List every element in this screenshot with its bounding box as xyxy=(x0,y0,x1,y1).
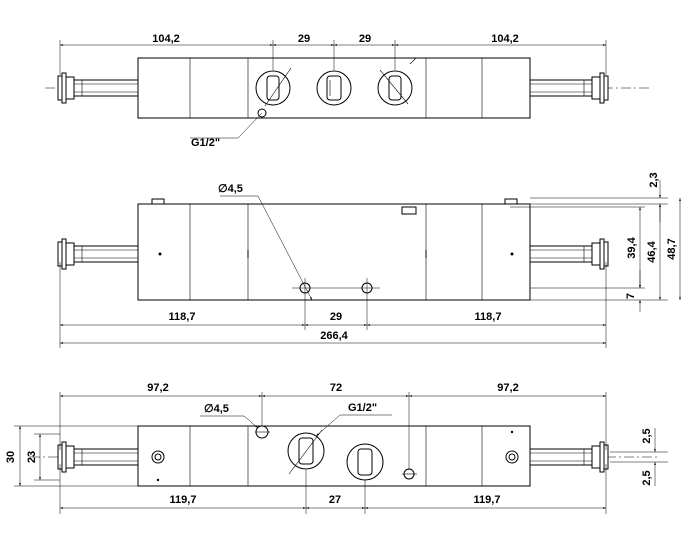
bottom-valve-body xyxy=(137,425,531,487)
top-port-3 xyxy=(377,69,413,106)
front-dim-top-offset: 2,3 xyxy=(648,172,660,187)
front-hole-label: ∅4,5 xyxy=(218,183,243,195)
bottom-dim-height-inner: 23 xyxy=(26,451,38,463)
top-solenoid-right xyxy=(529,72,609,104)
front-dim-total: 266,4 xyxy=(320,330,348,342)
bottom-dim-bottom-center: 27 xyxy=(329,494,341,506)
front-dim-center: 29 xyxy=(330,311,342,323)
bottom-mount-left xyxy=(151,450,165,464)
bottom-dim-left: 97,2 xyxy=(147,382,168,394)
bottom-view: 97,2 72 97,2 ∅4,5 G1/2" 30 23 2,5 2,5 11… xyxy=(5,382,668,514)
top-dim-gap-a: 29 xyxy=(298,33,310,45)
bottom-mount-right xyxy=(505,450,519,464)
bottom-dim-offset-top: 2,5 xyxy=(641,428,653,443)
top-view: 104,2 29 29 104,2 G1/2" xyxy=(45,33,650,149)
top-port-thread-label: G1/2" xyxy=(191,137,220,149)
front-view: ∅4,5 2,3 39,4 46,4 48,7 7 118,7 29 118,7… xyxy=(57,172,681,348)
bottom-dim-bottom-right: 119,7 xyxy=(474,494,501,506)
front-valve-body xyxy=(137,203,531,301)
top-dim-gap-b: 29 xyxy=(359,33,371,45)
front-dim-bottom-offset: 7 xyxy=(625,293,637,299)
bottom-dim-bottom-left: 119,7 xyxy=(170,494,197,506)
top-port-2 xyxy=(316,70,352,106)
bottom-dim-height-outer: 30 xyxy=(5,451,17,463)
top-dim-left: 104,2 xyxy=(152,33,180,45)
bottom-solenoid-right xyxy=(529,441,609,473)
top-dim-right: 104,2 xyxy=(491,33,519,45)
bottom-port-thread-label: G1/2" xyxy=(348,402,377,414)
front-dim-height-a: 39,4 xyxy=(626,236,638,258)
bottom-dim-center: 72 xyxy=(330,382,342,394)
bottom-dim-right: 97,2 xyxy=(497,382,518,394)
front-dim-height-total: 48,7 xyxy=(666,238,678,259)
front-solenoid-right xyxy=(529,238,609,270)
bottom-hole-label: ∅4,5 xyxy=(204,403,229,415)
front-dim-height-b: 46,4 xyxy=(646,240,658,262)
bottom-dim-offset-bottom: 2,5 xyxy=(641,470,653,485)
front-dim-left: 118,7 xyxy=(169,311,196,323)
bottom-port-1 xyxy=(287,429,325,475)
top-port-1 xyxy=(255,67,292,118)
top-solenoid-left xyxy=(57,72,139,104)
front-dim-right: 118,7 xyxy=(475,311,502,323)
bottom-solenoid-left xyxy=(57,441,139,473)
front-solenoid-left xyxy=(57,238,139,270)
